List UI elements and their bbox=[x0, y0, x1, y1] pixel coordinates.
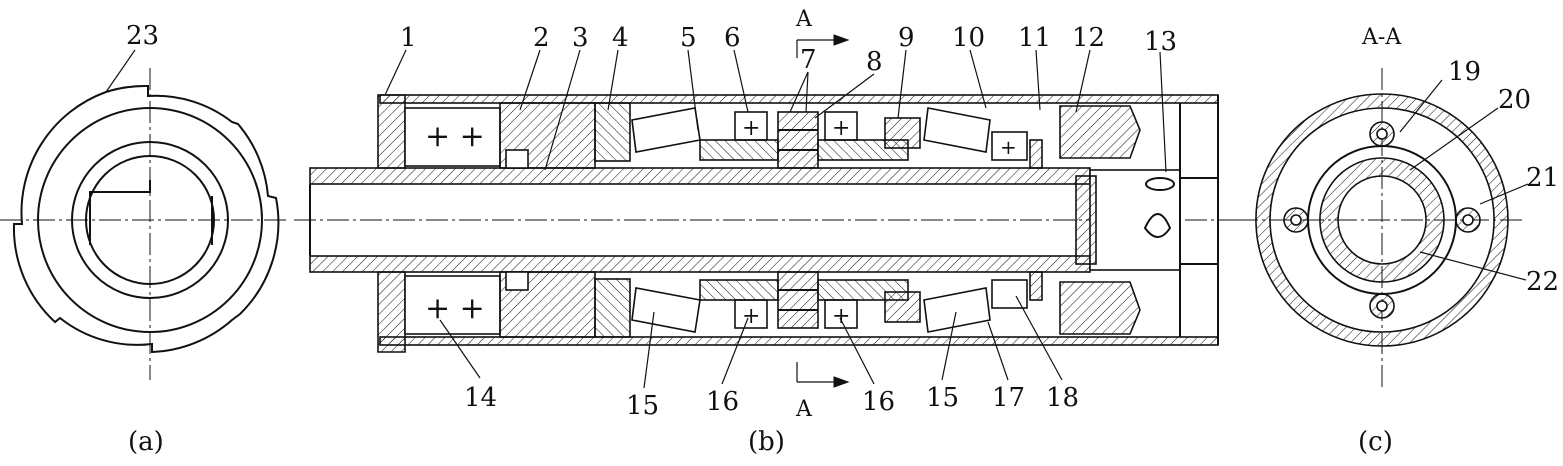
svg-text:+: + bbox=[1000, 135, 1017, 159]
svg-text:4: 4 bbox=[612, 23, 629, 53]
svg-text:1: 1 bbox=[400, 23, 417, 53]
svg-text:14: 14 bbox=[464, 383, 497, 413]
svg-text:+: + bbox=[742, 116, 760, 141]
svg-text:13: 13 bbox=[1144, 27, 1177, 57]
caption-b: (b) bbox=[748, 427, 785, 457]
svg-text:9: 9 bbox=[898, 23, 915, 53]
svg-text:18: 18 bbox=[1046, 383, 1079, 413]
outer-ring bbox=[1255, 93, 1509, 347]
svg-text:5: 5 bbox=[680, 23, 697, 53]
svg-text:17: 17 bbox=[992, 383, 1025, 413]
housing-lower bbox=[379, 336, 1219, 346]
svg-text:20: 20 bbox=[1498, 85, 1531, 115]
svg-text:22: 22 bbox=[1526, 267, 1559, 297]
svg-text:16: 16 bbox=[862, 387, 895, 417]
svg-text:12: 12 bbox=[1072, 23, 1105, 53]
motor-upper bbox=[404, 107, 501, 167]
labels-b-top: 1 2 3 4 5 6 7 8 9 10 11 12 13 bbox=[384, 23, 1177, 173]
svg-text:8: 8 bbox=[866, 47, 883, 77]
view-a: 23 (a) bbox=[0, 21, 290, 457]
planet-gears bbox=[1283, 121, 1481, 319]
svg-text:2: 2 bbox=[533, 23, 550, 53]
block-12 bbox=[1059, 105, 1141, 159]
svg-text:15: 15 bbox=[926, 383, 959, 413]
labels-b-bottom: 14 15 16 16 15 17 18 bbox=[439, 295, 1079, 421]
motor-lower bbox=[404, 275, 501, 335]
svg-text:21: 21 bbox=[1526, 163, 1559, 193]
svg-text:23: 23 bbox=[126, 21, 159, 51]
svg-text:A: A bbox=[795, 397, 813, 422]
view-b: + + + + + + + + bbox=[294, 7, 1240, 457]
svg-text:6: 6 bbox=[724, 23, 741, 53]
svg-text:+ +: + + bbox=[425, 119, 485, 154]
svg-text:19: 19 bbox=[1448, 57, 1481, 87]
shaft-upper bbox=[309, 167, 1091, 185]
svg-text:10: 10 bbox=[952, 23, 985, 53]
section-mark-bottom: A bbox=[795, 362, 850, 422]
view-c: A-A 19 20 21 22 (c) bbox=[1236, 25, 1559, 457]
svg-text:15: 15 bbox=[626, 391, 659, 421]
label-23: 23 bbox=[105, 21, 159, 93]
gear-stack-upper bbox=[777, 111, 819, 169]
svg-text:A: A bbox=[795, 7, 813, 32]
svg-text:7: 7 bbox=[800, 45, 817, 75]
caption-c: (c) bbox=[1358, 427, 1393, 457]
housing-upper bbox=[379, 94, 1219, 104]
end-cap bbox=[377, 94, 406, 169]
svg-text:+: + bbox=[832, 304, 850, 329]
gear-stack-lower bbox=[777, 271, 819, 329]
taper-bearing-left bbox=[631, 107, 701, 153]
svg-text:+ +: + + bbox=[425, 291, 485, 326]
section-mark-top: A bbox=[795, 7, 850, 58]
section-title: A-A bbox=[1361, 25, 1402, 50]
svg-text:3: 3 bbox=[572, 23, 589, 53]
shaft-lower bbox=[309, 255, 1091, 273]
taper-bearing-right bbox=[923, 107, 991, 153]
svg-text:11: 11 bbox=[1018, 23, 1051, 53]
caption-a: (a) bbox=[128, 427, 164, 457]
labels-c: 19 20 21 22 bbox=[1399, 57, 1559, 297]
svg-text:+: + bbox=[832, 116, 850, 141]
sun-gear bbox=[1319, 157, 1445, 283]
svg-text:16: 16 bbox=[706, 387, 739, 417]
